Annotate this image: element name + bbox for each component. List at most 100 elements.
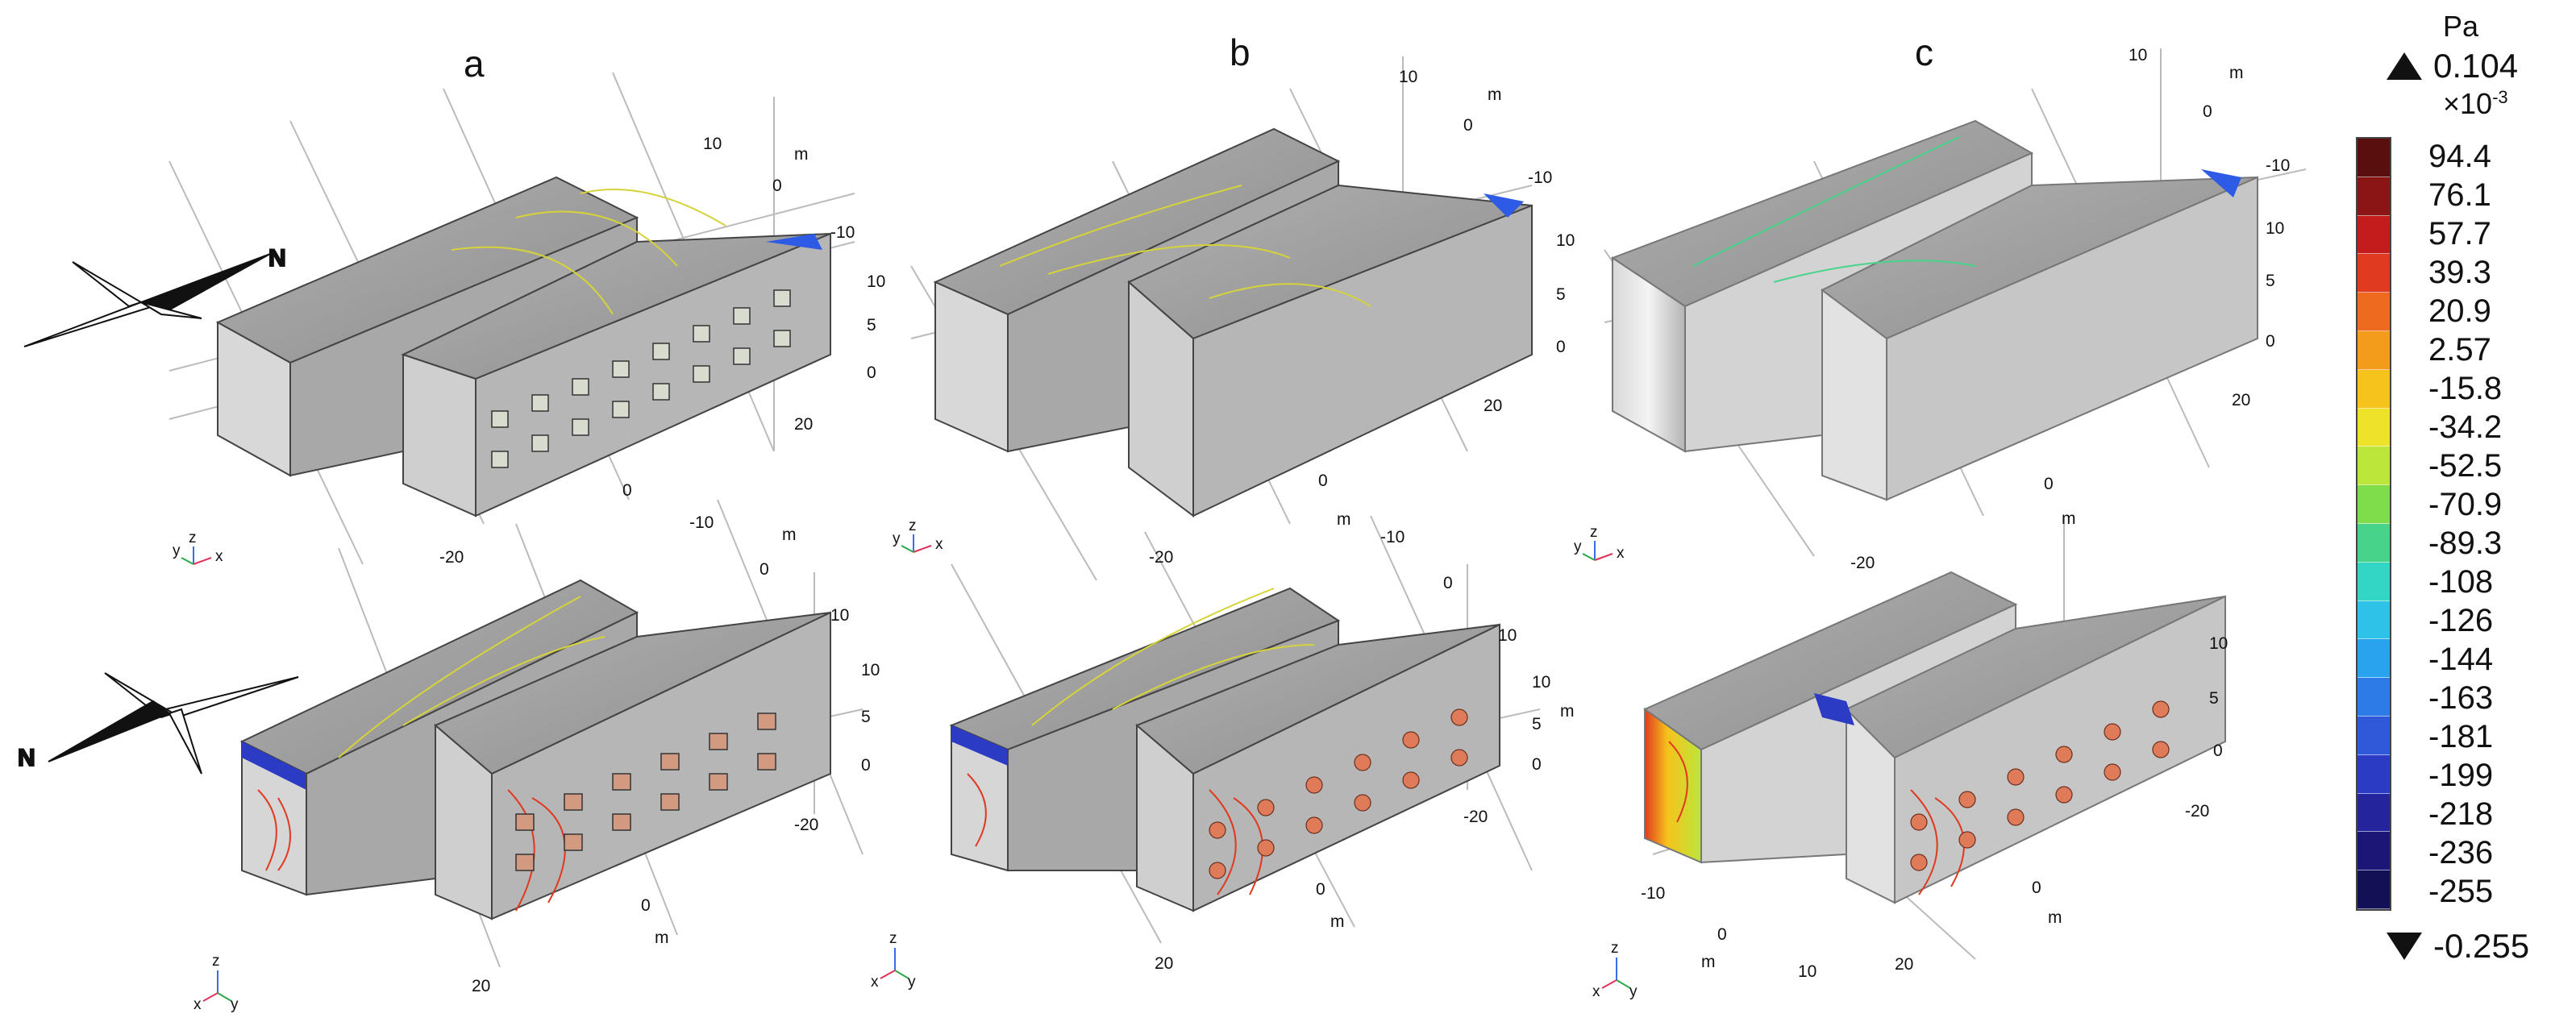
svg-text:0: 0 [2032, 879, 2041, 897]
svg-text:-10: -10 [1528, 168, 1552, 187]
svg-text:z: z [1590, 524, 1598, 541]
building-c-bottom [1642, 571, 2226, 904]
svg-text:z: z [189, 530, 197, 546]
legend-color-stop [2358, 369, 2390, 409]
legend-tick-label: 57.7 [2428, 216, 2491, 251]
legend-color-stop [2358, 139, 2390, 177]
svg-text:-10: -10 [689, 513, 714, 532]
legend-color-stop [2358, 254, 2390, 293]
svg-text:m: m [782, 526, 797, 544]
svg-text:y: y [908, 974, 916, 991]
svg-text:5: 5 [867, 316, 876, 334]
axis-triad-b-top: z x y [893, 517, 943, 553]
window-grid-a-top [491, 289, 791, 468]
svg-text:0: 0 [641, 896, 651, 915]
legend-unit: Pa [2443, 10, 2479, 43]
svg-text:0: 0 [772, 177, 782, 195]
svg-text:0: 0 [2266, 332, 2275, 351]
legend-color-stop [2358, 331, 2390, 370]
svg-text:-20: -20 [1149, 548, 1173, 567]
svg-text:0: 0 [2213, 742, 2223, 760]
svg-text:0: 0 [861, 756, 871, 775]
building-b-bottom [949, 587, 1500, 912]
svg-text:-10: -10 [1641, 884, 1665, 903]
legend-color-stop [2358, 485, 2390, 524]
window-grid-c-bottom [1910, 700, 2170, 871]
svg-text:-10: -10 [1380, 528, 1405, 546]
svg-text:0: 0 [867, 364, 876, 382]
legend-color-stop [2358, 754, 2390, 794]
svg-text:0: 0 [1532, 755, 1542, 774]
svg-text:y: y [1629, 983, 1638, 1000]
svg-text:-10: -10 [2266, 156, 2290, 175]
building-a-top [215, 176, 831, 517]
compass-n-label-bottom: N [18, 745, 35, 771]
svg-text:z: z [1611, 940, 1619, 957]
legend-color-stop [2358, 793, 2390, 833]
svg-text:m: m [1330, 912, 1345, 931]
axis-triad-a-bottom: z y x [194, 953, 239, 1013]
compass-rose-top: N [23, 244, 287, 347]
svg-text:m: m [1488, 85, 1502, 104]
legend-tick-label: -163 [2428, 680, 2494, 716]
svg-text:x: x [215, 548, 223, 565]
legend-max-value: 0.104 [2433, 47, 2519, 85]
svg-text:x: x [1617, 545, 1625, 562]
legend-tick-label: -70.9 [2428, 487, 2503, 522]
legend-tick-label: 20.9 [2428, 293, 2491, 329]
legend-tick-label: -15.8 [2428, 371, 2503, 406]
compass-rose-bottom: N [17, 672, 299, 775]
legend-color-stop [2358, 215, 2390, 255]
svg-text:z: z [212, 953, 220, 970]
svg-text:10: 10 [1556, 231, 1575, 250]
svg-text:z: z [909, 517, 917, 534]
svg-text:20: 20 [1155, 954, 1173, 973]
svg-text:0: 0 [2044, 475, 2054, 493]
legend-tick-label: -34.2 [2428, 409, 2503, 445]
svg-text:0: 0 [1556, 338, 1566, 356]
max-triangle-icon [2387, 52, 2422, 80]
svg-text:m: m [1560, 702, 1575, 721]
legend-tick-label: 2.57 [2428, 332, 2491, 368]
svg-text:10: 10 [1532, 673, 1550, 692]
axis-triad-b-bottom: z y x [871, 930, 916, 991]
svg-text:20: 20 [794, 415, 813, 434]
svg-text:m: m [2229, 64, 2244, 82]
legend-color-stop [2358, 870, 2390, 909]
svg-text:m: m [655, 929, 669, 947]
legend-tick-label: -89.3 [2428, 526, 2503, 561]
svg-text:m: m [2048, 908, 2062, 927]
svg-text:-20: -20 [2185, 802, 2209, 821]
legend-tick-label: -255 [2428, 874, 2494, 909]
legend-tick-label: -126 [2428, 603, 2494, 638]
legend-tick-label: -181 [2428, 719, 2494, 754]
legend-scale-factor: ×10-3 [2443, 87, 2508, 120]
svg-text:y: y [1574, 538, 1582, 555]
legend-color-stop [2358, 832, 2390, 871]
svg-text:10: 10 [1798, 962, 1817, 981]
svg-text:10: 10 [1399, 68, 1417, 86]
legend-tick-label: 39.3 [2428, 255, 2491, 290]
svg-text:10: 10 [830, 606, 849, 625]
window-grid-a-bottom [515, 712, 776, 871]
svg-text:5: 5 [1556, 285, 1566, 304]
panel-label-b: b [1230, 31, 1251, 73]
svg-text:0: 0 [759, 560, 769, 579]
svg-text:x: x [1592, 983, 1600, 1000]
legend-tick-label: -108 [2428, 564, 2494, 600]
svg-text:-20: -20 [794, 816, 818, 834]
svg-text:x: x [194, 996, 202, 1013]
svg-text:20: 20 [1484, 397, 1502, 415]
svg-text:-10: -10 [830, 223, 855, 242]
svg-text:5: 5 [861, 708, 871, 726]
axis-triad-c-bottom: z y x [1592, 940, 1638, 1000]
svg-text:10: 10 [2129, 46, 2147, 64]
legend-color-stop [2358, 524, 2390, 563]
svg-text:10: 10 [867, 272, 885, 291]
svg-text:5: 5 [2266, 272, 2275, 290]
legend-max: 0.104 [2387, 47, 2518, 85]
svg-text:x: x [871, 974, 879, 991]
svg-text:10: 10 [861, 661, 880, 679]
svg-text:m: m [1701, 953, 1716, 971]
